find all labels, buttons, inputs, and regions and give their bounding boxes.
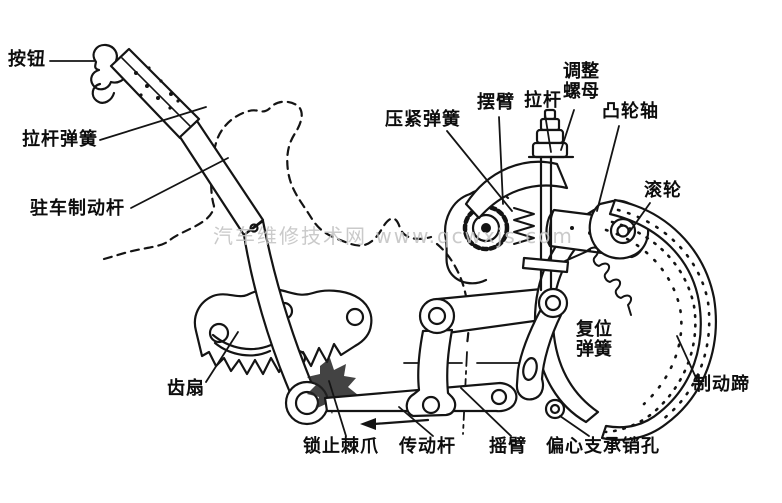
- label-compression-spring: 压紧弹簧: [385, 109, 461, 130]
- lever-grip: [109, 47, 201, 140]
- label-transmission-rod: 传动杆: [399, 436, 456, 457]
- brake-shoe-lining: [600, 198, 717, 441]
- leader-swing-arm: [498, 116, 504, 205]
- leader-rocker-arm: [460, 387, 512, 437]
- leader-pull-rod: [544, 113, 552, 153]
- leader-adjusting-nut: [560, 109, 575, 151]
- leader-lines: [49, 60, 698, 437]
- leader-transmission-rod: [398, 406, 434, 437]
- leader-roller: [627, 202, 651, 235]
- rocker-arm-part: [405, 286, 558, 418]
- pull-rod-part: [521, 155, 570, 292]
- leader-parking-brake-lever: [130, 157, 229, 209]
- label-gear-sector: 齿扇: [167, 378, 205, 399]
- release-button-knob: [90, 43, 128, 91]
- label-swing-arm: 摆臂: [477, 92, 515, 113]
- leader-compression-spring: [446, 130, 513, 212]
- leader-brake-shoe: [676, 335, 698, 381]
- label-button: 按钮: [8, 49, 46, 70]
- rocker-lower-link: [515, 287, 569, 401]
- label-locking-pawl: 锁止棘爪: [303, 436, 379, 457]
- label-parking-brake-lever: 驻车制动杆: [30, 198, 125, 219]
- leader-locking-pawl: [328, 380, 347, 437]
- label-brake-shoe: 制动蹄: [693, 374, 750, 395]
- label-adjusting-nut: 调整螺母: [563, 61, 599, 102]
- label-roller: 滚轮: [644, 180, 682, 201]
- label-rocker-arm: 摇臂: [489, 436, 527, 457]
- roller-part: [609, 217, 637, 245]
- label-cam-shaft: 凸轮轴: [602, 101, 659, 122]
- leader-cam-shaft: [596, 125, 620, 212]
- label-pull-rod: 拉杆: [524, 90, 562, 111]
- leader-gear-sector: [205, 331, 239, 383]
- leader-rod-spring: [99, 106, 207, 141]
- label-eccentric-pin-hole: 偏心支承销孔: [546, 436, 660, 457]
- label-rod-spring: 拉杆弹簧: [22, 129, 98, 150]
- compression-spring-part: [513, 207, 535, 245]
- direction-arrow: [372, 418, 430, 426]
- eccentric-pin-hole-part: [544, 398, 566, 420]
- label-return-spring: 复位弹簧: [576, 319, 612, 360]
- leader-eccentric-pin-hole: [559, 415, 590, 437]
